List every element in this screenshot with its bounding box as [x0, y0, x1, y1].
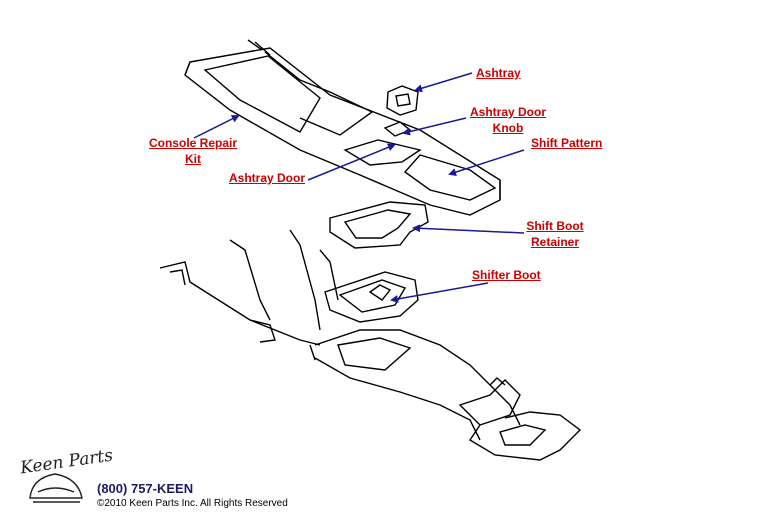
- shifter-boot-label-text[interactable]: Shifter Boot: [472, 268, 541, 282]
- label-console-repair-kit[interactable]: Console Repair Kit: [146, 135, 240, 167]
- label-shift-boot-retainer[interactable]: Shift Boot Retainer: [522, 218, 588, 250]
- shift-boot-retainer-arrow: [412, 224, 525, 234]
- label-ashtray-door[interactable]: Ashtray Door: [229, 170, 305, 186]
- label-shift-pattern[interactable]: Shift Pattern: [531, 135, 602, 151]
- ashtray-door-knob-line2[interactable]: Knob: [492, 121, 524, 135]
- ashtray-label-text[interactable]: Ashtray: [476, 66, 521, 80]
- console-repair-kit-line1[interactable]: Console Repair: [148, 136, 238, 150]
- leader-lines: [193, 72, 525, 303]
- shift-boot-retainer-line1[interactable]: Shift Boot: [526, 219, 584, 233]
- keen-parts-logo-graphic: [29, 473, 83, 503]
- ashtray-arrow: [414, 72, 473, 93]
- console-repair-kit-arrow: [193, 115, 240, 139]
- shift-boot-retainer-part[interactable]: [329, 201, 429, 249]
- label-shifter-boot[interactable]: Shifter Boot: [472, 267, 541, 283]
- ashtray-door-label-text[interactable]: Ashtray Door: [229, 171, 306, 185]
- shift-pattern-arrow: [448, 149, 525, 176]
- ashtray-door-knob-line1[interactable]: Ashtray Door: [469, 105, 546, 119]
- phone-number[interactable]: (800) 757-KEEN: [97, 481, 194, 496]
- console-panel[interactable]: [184, 39, 501, 216]
- copyright-notice: ©2010 Keen Parts Inc. All Rights Reserve…: [97, 498, 288, 509]
- shifter-boot-part[interactable]: [324, 271, 419, 323]
- label-ashtray[interactable]: Ashtray: [476, 65, 521, 81]
- rear-bracket: [458, 377, 582, 461]
- ashtray-part[interactable]: [386, 85, 419, 116]
- ashtray-door-knob-arrow: [402, 117, 467, 136]
- floor-tunnel: [159, 229, 521, 441]
- ashtray-door-arrow: [307, 143, 396, 181]
- console-repair-kit-line2[interactable]: Kit: [185, 152, 201, 166]
- shift-boot-retainer-line2[interactable]: Retainer: [530, 235, 580, 249]
- shift-pattern-label-text[interactable]: Shift Pattern: [531, 136, 603, 150]
- label-ashtray-door-knob[interactable]: Ashtray Door Knob: [466, 104, 550, 136]
- shifter-boot-arrow: [390, 282, 489, 303]
